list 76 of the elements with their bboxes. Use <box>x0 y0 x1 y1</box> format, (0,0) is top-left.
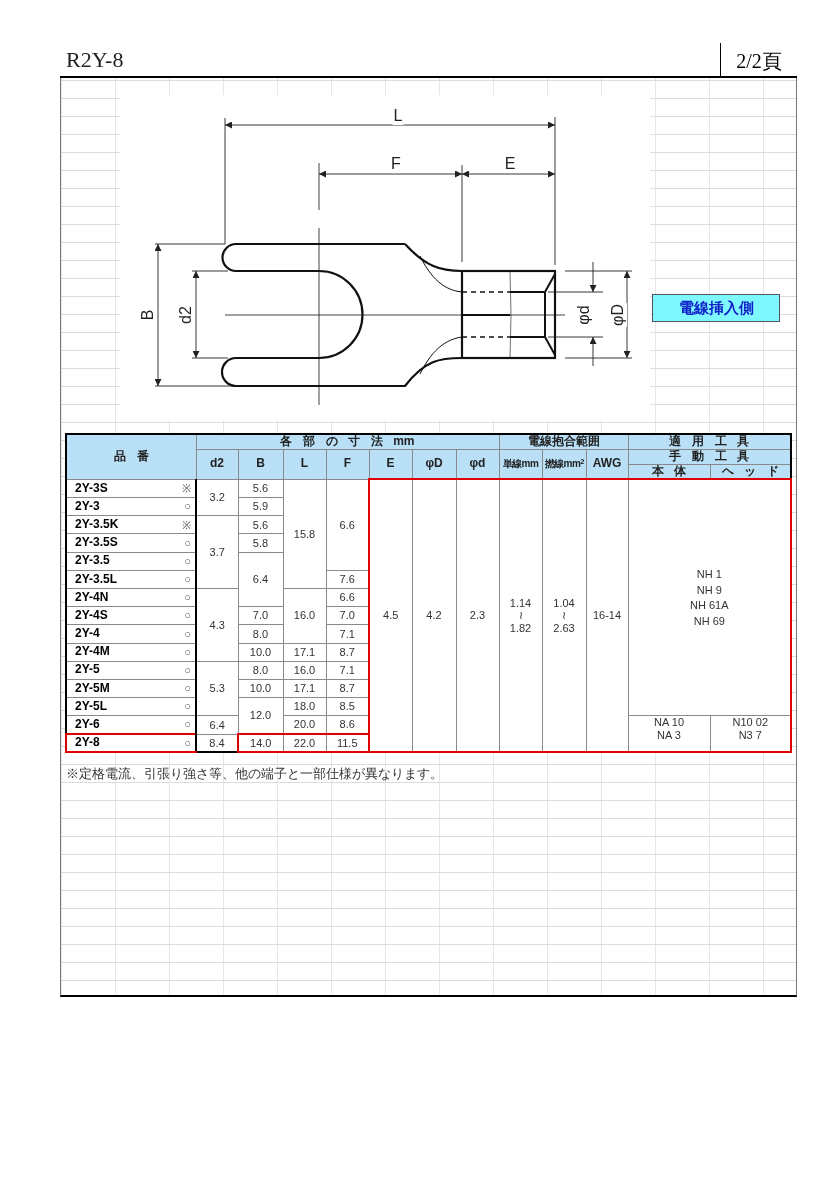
cell-text: NA 3 <box>657 728 681 742</box>
part-number: 2Y-6 <box>75 717 101 732</box>
cell-text: ≀ <box>518 609 523 623</box>
dimension-label: φd <box>575 304 593 326</box>
part-number: 2Y-3.5S <box>75 536 119 550</box>
mark-symbol: ○ <box>183 591 191 604</box>
table-cell: 22.0 <box>283 734 326 753</box>
mark-symbol: ○ <box>183 554 191 568</box>
cell-text: 1.04 <box>553 596 575 610</box>
table-cell: 17.1 <box>283 643 326 662</box>
mark-symbol: ○ <box>183 536 191 550</box>
cell-text: NH 61A <box>690 599 729 612</box>
table-cell: 10.0 <box>238 679 283 698</box>
table-cell: 4.2 <box>412 479 456 753</box>
cell-text: 1.82 <box>509 622 532 635</box>
table-cell: 3.7 <box>196 515 238 589</box>
table-cell: 16.0 <box>283 661 326 680</box>
header-cell: 品 番 <box>66 434 196 480</box>
part-number: 2Y-3S <box>75 481 109 496</box>
part-number: 2Y-4N <box>75 590 110 605</box>
header-cell: 各 部 の 寸 法 mm <box>196 434 499 450</box>
cell-text: NH 1 <box>696 568 722 581</box>
table-cell: 8.0 <box>238 661 283 680</box>
table-cell: 10.0 <box>238 643 283 662</box>
part-number: 2Y-5M <box>75 681 111 696</box>
cell-text: ≀ <box>562 609 566 623</box>
part-number: 2Y-8 <box>75 736 101 750</box>
part-number: 2Y-4M <box>75 645 111 660</box>
header-cell: 電線抱合範囲 <box>499 434 629 450</box>
table-cell: 2.3 <box>456 479 499 753</box>
mark-symbol: ○ <box>183 627 191 641</box>
part-number: 2Y-3.5 <box>75 554 111 569</box>
cell-text: 2.63 <box>553 622 575 635</box>
cell-text: N3 7 <box>738 728 762 742</box>
cell-text: NA 10 <box>654 716 684 729</box>
part-number: 2Y-3.5L <box>75 572 119 587</box>
label-box: 電線挿入側 <box>652 294 780 322</box>
mark-symbol: ○ <box>183 664 191 677</box>
dimension-label: φD <box>609 303 627 327</box>
table-cell: 4.5 <box>369 479 412 753</box>
mark-symbol: ○ <box>183 718 191 731</box>
dimension-label: L <box>392 107 404 125</box>
header-cell: 適 用 工 具 <box>628 434 792 450</box>
table-cell: 18.0 <box>283 697 326 716</box>
table-cell: 14.0 <box>238 734 283 753</box>
cell-text: N10 02 <box>732 716 769 729</box>
mark-symbol: ※ <box>181 518 191 532</box>
mark-symbol: ○ <box>183 500 191 513</box>
part-number: 2Y-3.5K <box>75 517 120 532</box>
table-cell: 16.0 <box>283 588 326 644</box>
cell-text: NH 69 <box>693 615 725 628</box>
cell-text: NH 9 <box>696 583 722 597</box>
title: R2Y-8 <box>66 47 124 73</box>
mark-symbol: ○ <box>183 645 191 659</box>
mark-symbol: ○ <box>183 609 191 623</box>
part-number: 2Y-4S <box>75 608 109 623</box>
mark-symbol: ○ <box>183 573 191 586</box>
mark-symbol: ○ <box>183 700 191 714</box>
table-cell: 3.2 <box>196 479 238 516</box>
table-cell: 5.6 <box>238 479 283 498</box>
table-cell: 11.5 <box>326 734 369 753</box>
part-number: 2Y-4 <box>75 627 101 641</box>
mark-symbol: ○ <box>183 736 191 750</box>
cell-text: 1.14 <box>509 596 532 610</box>
part-number: 2Y-5 <box>75 663 101 678</box>
mark-symbol: ○ <box>183 682 191 695</box>
table-cell: 17.1 <box>283 679 326 698</box>
table-cell: 5.3 <box>196 661 238 716</box>
footnote: ※定格電流、引張り強さ等、他の端子と一部仕様が異なります。 <box>66 766 443 783</box>
table-cell: 16-14 <box>586 479 629 753</box>
page-number: 2/2頁 <box>720 43 797 78</box>
part-number: 2Y-5L <box>75 699 108 714</box>
part-number: 2Y-3 <box>75 499 101 514</box>
table-cell: 12.0 <box>238 697 283 734</box>
table-cell: 15.8 <box>283 479 326 589</box>
mark-symbol: ※ <box>181 482 191 495</box>
